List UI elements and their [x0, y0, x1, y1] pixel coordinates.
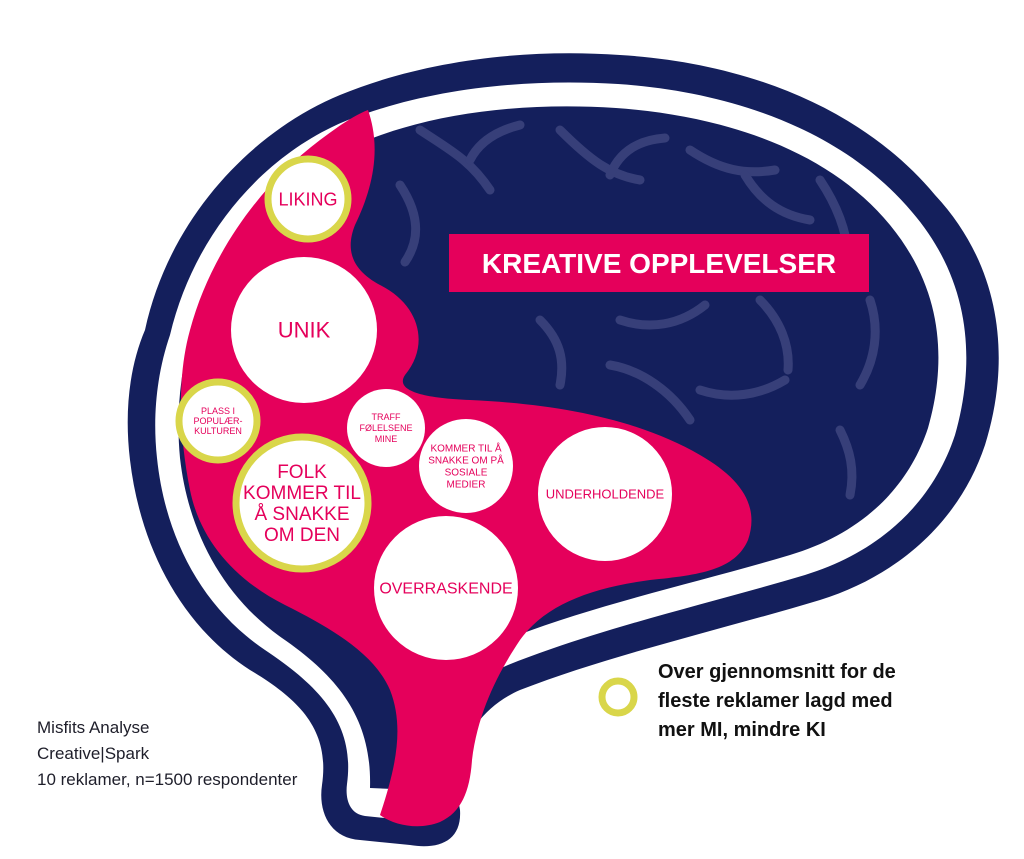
bubble-circle — [419, 419, 513, 513]
bubble-label: KOMMER TIL — [243, 483, 361, 504]
source-line-1: Misfits Analyse — [37, 718, 150, 737]
bubble-label: FØLELSENE — [359, 423, 412, 433]
banner-title: KREATIVE OPPLEVELSER — [482, 248, 836, 279]
source-line-3: 10 reklamer, n=1500 respondenter — [37, 770, 298, 789]
bubble-circle — [374, 516, 518, 660]
bubble-circle — [538, 427, 672, 561]
bubble-label: MINE — [375, 434, 398, 444]
bubble-label: MEDIER — [447, 480, 486, 491]
bubble-label: SNAKKE OM PÅ — [428, 454, 504, 467]
bubble-circle — [232, 433, 372, 573]
bubble-label: TRAFF — [372, 412, 401, 422]
banner-background — [449, 234, 869, 292]
bubble-label: OM DEN — [264, 525, 340, 546]
bubble-underholdende: UNDERHOLDENDE — [538, 427, 672, 561]
bubble-label: FOLK — [277, 462, 327, 483]
legend-text: Over gjennomsnitt for de fleste reklamer… — [658, 658, 958, 745]
bubble-label: UNIK — [278, 318, 331, 343]
bubble-label: OVERRASKENDE — [379, 581, 512, 598]
bubble-liking: LIKING — [264, 155, 352, 243]
bubble-circle — [175, 378, 261, 464]
legend-line-3: mer MI, mindre KI — [658, 719, 826, 741]
bubble-label: PLASS I — [201, 406, 235, 416]
bubble-circle — [231, 257, 377, 403]
bubble-circle — [347, 389, 425, 467]
bubble-label: Å SNAKKE — [254, 504, 349, 525]
brain-veins — [395, 120, 880, 500]
bubble-label: SOSIALE — [445, 468, 488, 479]
legend-marker-icon — [598, 677, 638, 717]
bubble-unik: UNIK — [231, 257, 377, 403]
legend-line-1: Over gjennomsnitt for de — [658, 661, 896, 683]
bubble-label: POPULÆR- — [193, 416, 242, 426]
bubble-label: KULTUREN — [194, 426, 242, 436]
source-line-2: Creative|Spark — [37, 744, 150, 763]
legend-line-2: fleste reklamer lagd med — [658, 690, 893, 712]
bubble-label: UNDERHOLDENDE — [546, 487, 665, 502]
bubble-overraskende: OVERRASKENDE — [374, 516, 518, 660]
bubble-circle — [264, 155, 352, 243]
bubble-label: KOMMER TIL Å — [430, 442, 501, 455]
bubble-label: LIKING — [278, 189, 337, 209]
